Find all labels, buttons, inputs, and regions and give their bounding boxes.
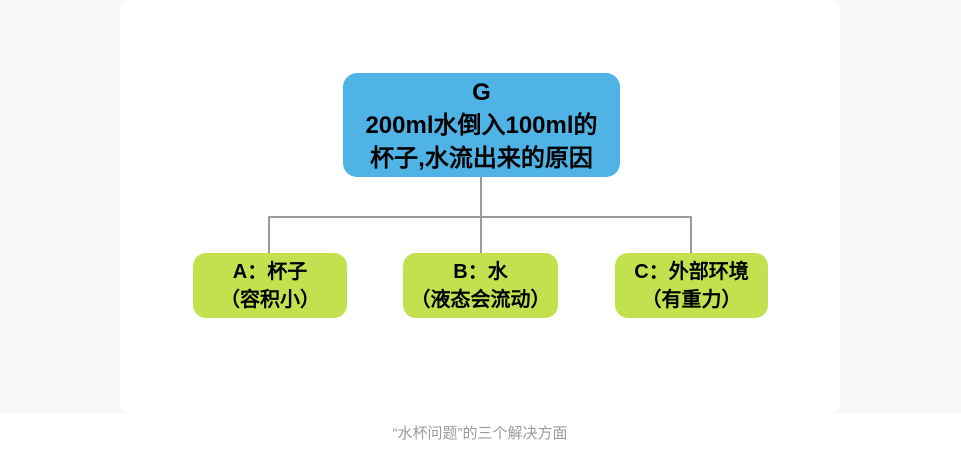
gray-section: G 200ml水倒入100ml的 杯子,水流出来的原因 A：杯子 （容积小） B… (120, 0, 840, 413)
content-card: G 200ml水倒入100ml的 杯子,水流出来的原因 A：杯子 （容积小） B… (120, 0, 840, 413)
node-a-label-line-1: A：杯子 (232, 260, 308, 283)
connector-root-vertical (480, 177, 482, 217)
node-a-cup: A：杯子 （容积小） (193, 253, 347, 318)
connector-child-a (268, 216, 270, 253)
node-a-label-line-2: （容积小） (220, 288, 320, 311)
node-g-root: G 200ml水倒入100ml的 杯子,水流出来的原因 (343, 73, 620, 177)
root-label-line-3: 杯子,水流出来的原因 (370, 144, 593, 172)
node-c-environment: C：外部环境 （有重力） (615, 253, 768, 318)
diagram-caption: “水杯问题”的三个解决方面 (392, 425, 568, 442)
node-b-label-line-1: B：水 (453, 260, 508, 283)
node-c-label-line-1: C：外部环境 (634, 260, 749, 283)
root-label-line-2: 200ml水倒入100ml的 (365, 111, 598, 139)
root-label-line-1: G (472, 78, 491, 106)
node-b-label-line-2: （液态会流动） (410, 288, 551, 311)
node-c-label-line-2: （有重力） (641, 288, 742, 311)
connector-child-b (480, 216, 482, 253)
node-b-water: B：水 （液态会流动） (403, 253, 558, 318)
connector-child-c (690, 216, 692, 253)
